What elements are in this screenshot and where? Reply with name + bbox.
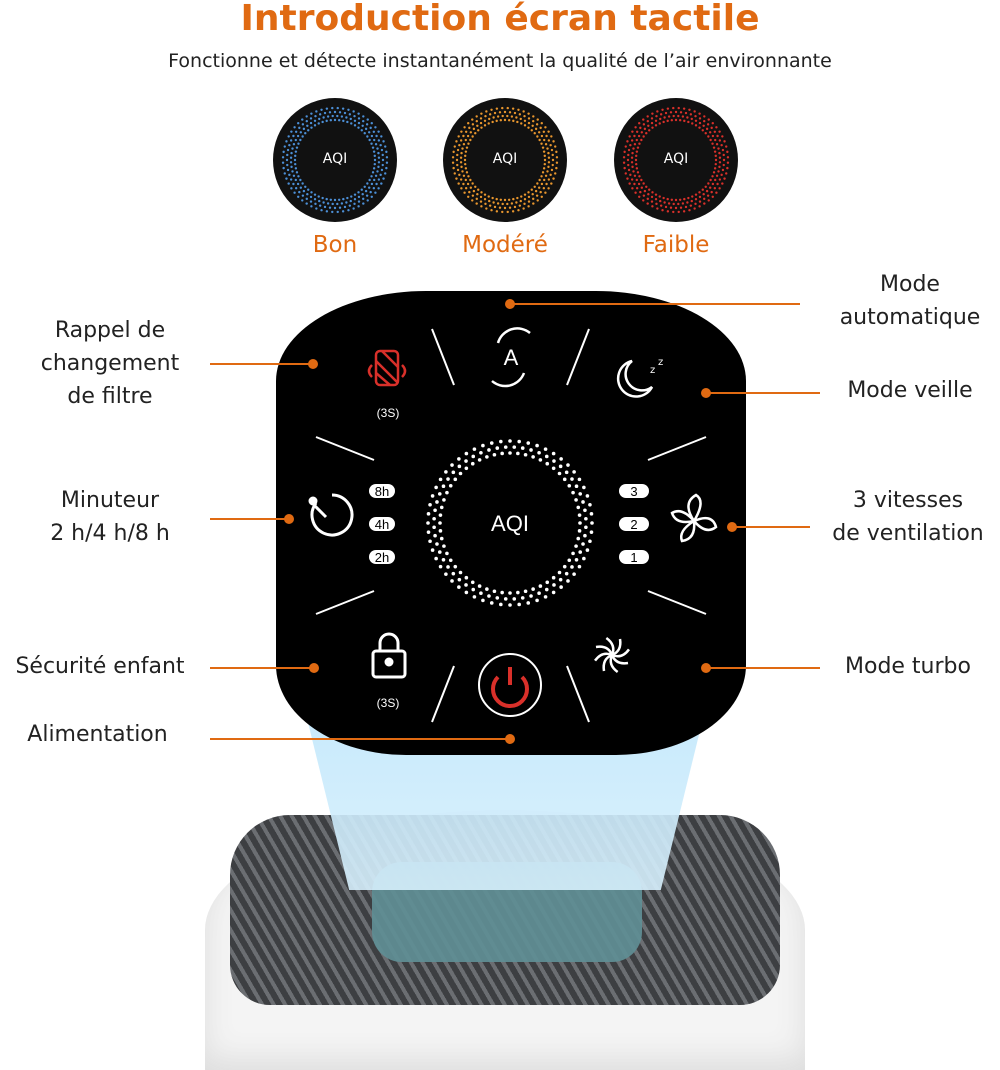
svg-text:A: A	[504, 345, 519, 370]
callout-filter-reminder: Rappel de changement de filtre	[10, 314, 210, 413]
lock-icon	[371, 632, 407, 679]
page-subtitle: Fonctionne et détecte instantanément la …	[168, 50, 832, 72]
aqi-dot-ring	[426, 439, 594, 607]
connector-dot	[284, 514, 294, 524]
callout-text: de filtre	[67, 384, 153, 409]
connector-line	[210, 667, 313, 669]
callout-sleep-mode: Mode veille	[847, 378, 973, 403]
svg-text:z: z	[658, 357, 663, 368]
callout-fan-speeds: 3 vitesses de ventilation	[808, 484, 1000, 550]
filter-icon	[367, 349, 407, 387]
timer-icon	[308, 493, 354, 537]
speed-1[interactable]: 1	[630, 550, 637, 565]
aqi-badge: AQI	[322, 151, 348, 167]
callout-text: automatique	[839, 305, 981, 330]
callout-text: Mode	[880, 272, 940, 297]
callout-auto-mode: Mode automatique	[810, 268, 1000, 334]
callout-text: Minuteur	[60, 488, 160, 513]
connector-line	[733, 526, 810, 528]
panel-aqi-label: AQI	[491, 511, 529, 536]
speed-3[interactable]: 3	[630, 484, 637, 499]
auto-mode-icon: A	[491, 327, 531, 388]
power-icon	[478, 653, 542, 717]
panel-graphics: (3S) A zz (3S) AQI 8h 4h 2h 3 2 1	[308, 327, 718, 723]
aqi-indicator-moderate: AQI	[443, 98, 567, 222]
lock-hold-text: (3S)	[377, 696, 400, 710]
callout-text: 3 vitesses	[852, 488, 964, 513]
aqi-label-poor: Faible	[642, 232, 710, 258]
callout-power: Alimentation	[27, 722, 168, 747]
aqi-indicator-good: AQI	[273, 98, 397, 222]
aqi-badge: AQI	[663, 151, 689, 167]
callout-text: 2 h/4 h/8 h	[50, 521, 170, 546]
timer-8h[interactable]: 8h	[375, 484, 389, 499]
fan-speed-icon	[670, 493, 718, 543]
aqi-label-moderate: Modéré	[462, 232, 548, 258]
connector-line	[210, 518, 288, 520]
connector-dot	[505, 734, 515, 744]
svg-text:z: z	[650, 365, 655, 376]
connector-line	[510, 303, 800, 305]
timer-4h[interactable]: 4h	[375, 517, 389, 532]
connector-dot	[727, 522, 737, 532]
sleep-moon-icon: zz	[616, 357, 663, 398]
dotted-ring-icon	[622, 106, 730, 214]
timer-2h[interactable]: 2h	[375, 550, 389, 565]
connector-dot	[308, 359, 318, 369]
connector-dot	[309, 663, 319, 673]
callout-timer: Minuteur 2 h/4 h/8 h	[10, 484, 210, 550]
callout-text: changement	[40, 351, 180, 376]
turbo-icon	[594, 637, 630, 673]
connector-line	[210, 363, 312, 365]
page-title: Introduction écran tactile	[240, 0, 760, 39]
filter-hold-text: (3S)	[377, 406, 400, 420]
connector-line	[706, 392, 820, 394]
dotted-ring-icon	[281, 106, 389, 214]
callout-text: de ventilation	[832, 521, 984, 546]
connector-line	[706, 667, 820, 669]
aqi-indicator-poor: AQI	[614, 98, 738, 222]
connector-dot	[701, 388, 711, 398]
aqi-label-good: Bon	[312, 232, 358, 258]
dotted-ring-icon	[451, 106, 559, 214]
speed-2[interactable]: 2	[630, 517, 637, 532]
aqi-badge: AQI	[492, 151, 518, 167]
connector-dot	[505, 299, 515, 309]
callout-text: Rappel de	[54, 318, 166, 343]
callout-turbo-mode: Mode turbo	[845, 654, 971, 679]
callout-child-lock: Sécurité enfant	[15, 654, 185, 679]
connector-dot	[701, 663, 711, 673]
connector-line	[210, 738, 510, 740]
